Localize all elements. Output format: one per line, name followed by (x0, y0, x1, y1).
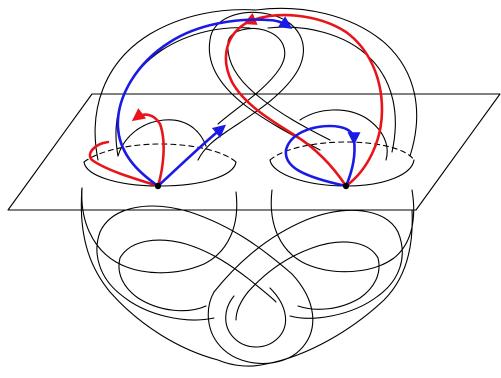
blue-path (118, 20, 355, 186)
right-hemisphere (271, 190, 413, 272)
lower-left-loop-outer (100, 206, 292, 274)
red-path-over-top (248, 15, 382, 186)
upper-tube (95, 8, 417, 160)
blue-path-left-inner (158, 128, 222, 186)
upper-right-limb (300, 110, 387, 160)
upper-outer-right-inner (268, 27, 395, 152)
blue-path-top-arrow (268, 20, 288, 26)
lower-tube (81, 188, 412, 366)
upper-middle-loop-outer (198, 12, 303, 160)
red-path-left-hook (136, 115, 164, 186)
left-hemisphere (82, 188, 237, 273)
lower-left-loop-inner (120, 240, 250, 280)
lower-bottom-loop-inner (226, 288, 286, 347)
red-path (90, 15, 382, 186)
lower-bottom-crossing-a (250, 280, 276, 302)
lower-bottom-crossing-b (236, 292, 248, 320)
hemispheres (82, 188, 414, 273)
lower-right-loop-outer (214, 210, 398, 292)
lower-right-lobe (290, 232, 402, 318)
left-basepoint (155, 183, 161, 189)
lower-bottom-loop-outer (208, 274, 313, 364)
upper-outer-right (256, 8, 417, 156)
left-equator-back (84, 144, 236, 162)
right-basepoint (343, 183, 349, 189)
